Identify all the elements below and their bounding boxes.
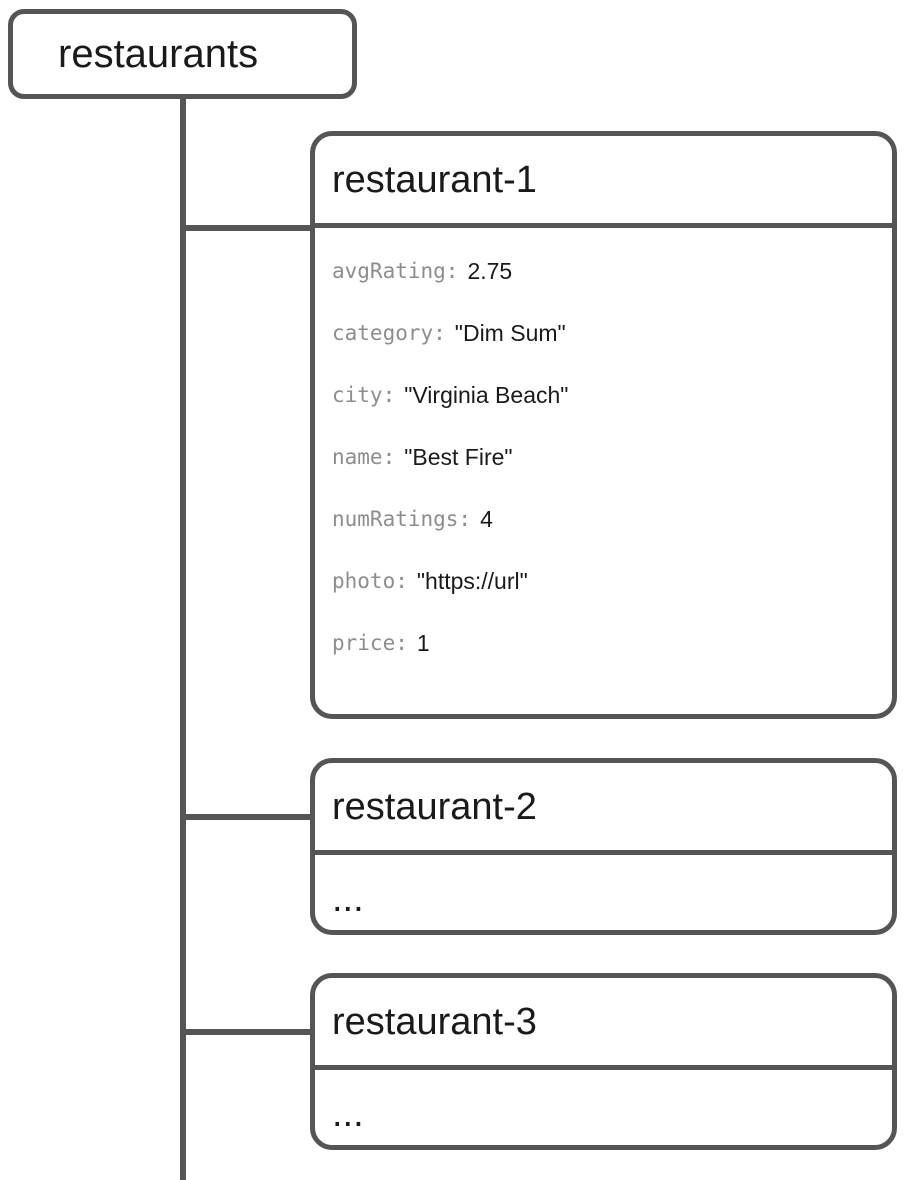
field-row: price: 1 xyxy=(332,612,875,674)
document-node-restaurant-3[interactable]: restaurant-3 ... xyxy=(310,973,897,1150)
collection-node-restaurants[interactable]: restaurants xyxy=(8,9,357,99)
field-ellipsis: ... xyxy=(332,1093,364,1135)
field-key: numRatings: xyxy=(332,507,472,531)
field-key: category: xyxy=(332,321,446,345)
field-key: photo: xyxy=(332,569,408,593)
field-row: avgRating: 2.75 xyxy=(332,228,875,302)
field-key: price: xyxy=(332,631,408,655)
field-value: "https://url" xyxy=(416,567,528,594)
document-field-list: ... xyxy=(315,855,892,939)
branch-line-restaurant-3 xyxy=(183,1029,311,1035)
field-value: "Virginia Beach" xyxy=(404,381,569,408)
document-field-list: ... xyxy=(315,1070,892,1154)
document-node-header: restaurant-3 xyxy=(315,978,892,1070)
field-key: name: xyxy=(332,445,396,469)
field-row: numRatings: 4 xyxy=(332,488,875,550)
branch-line-restaurant-1 xyxy=(183,225,311,231)
document-node-header: restaurant-2 xyxy=(315,763,892,855)
document-node-title: restaurant-1 xyxy=(332,158,537,201)
field-key: avgRating: xyxy=(332,259,459,283)
branch-line-restaurant-2 xyxy=(183,814,311,820)
document-node-title: restaurant-2 xyxy=(332,785,537,828)
document-node-title: restaurant-3 xyxy=(332,1000,537,1043)
field-ellipsis: ... xyxy=(332,878,364,920)
field-value: 4 xyxy=(480,505,493,532)
document-node-header: restaurant-1 xyxy=(315,136,892,228)
document-node-restaurant-1[interactable]: restaurant-1 avgRating: 2.75 category: "… xyxy=(310,131,897,719)
field-row: category: "Dim Sum" xyxy=(332,302,875,364)
field-value: "Best Fire" xyxy=(404,443,513,470)
document-node-restaurant-2[interactable]: restaurant-2 ... xyxy=(310,758,897,935)
field-value: 2.75 xyxy=(467,257,513,284)
field-key: city: xyxy=(332,383,396,407)
collection-node-label: restaurants xyxy=(58,32,259,76)
field-value: 1 xyxy=(416,629,430,656)
field-row: name: "Best Fire" xyxy=(332,426,875,488)
field-row: photo: "https://url" xyxy=(332,550,875,612)
tree-trunk-line xyxy=(180,99,186,1180)
field-value: "Dim Sum" xyxy=(454,319,566,346)
document-field-list: avgRating: 2.75 category: "Dim Sum" city… xyxy=(315,228,892,674)
field-row: city: "Virginia Beach" xyxy=(332,364,875,426)
